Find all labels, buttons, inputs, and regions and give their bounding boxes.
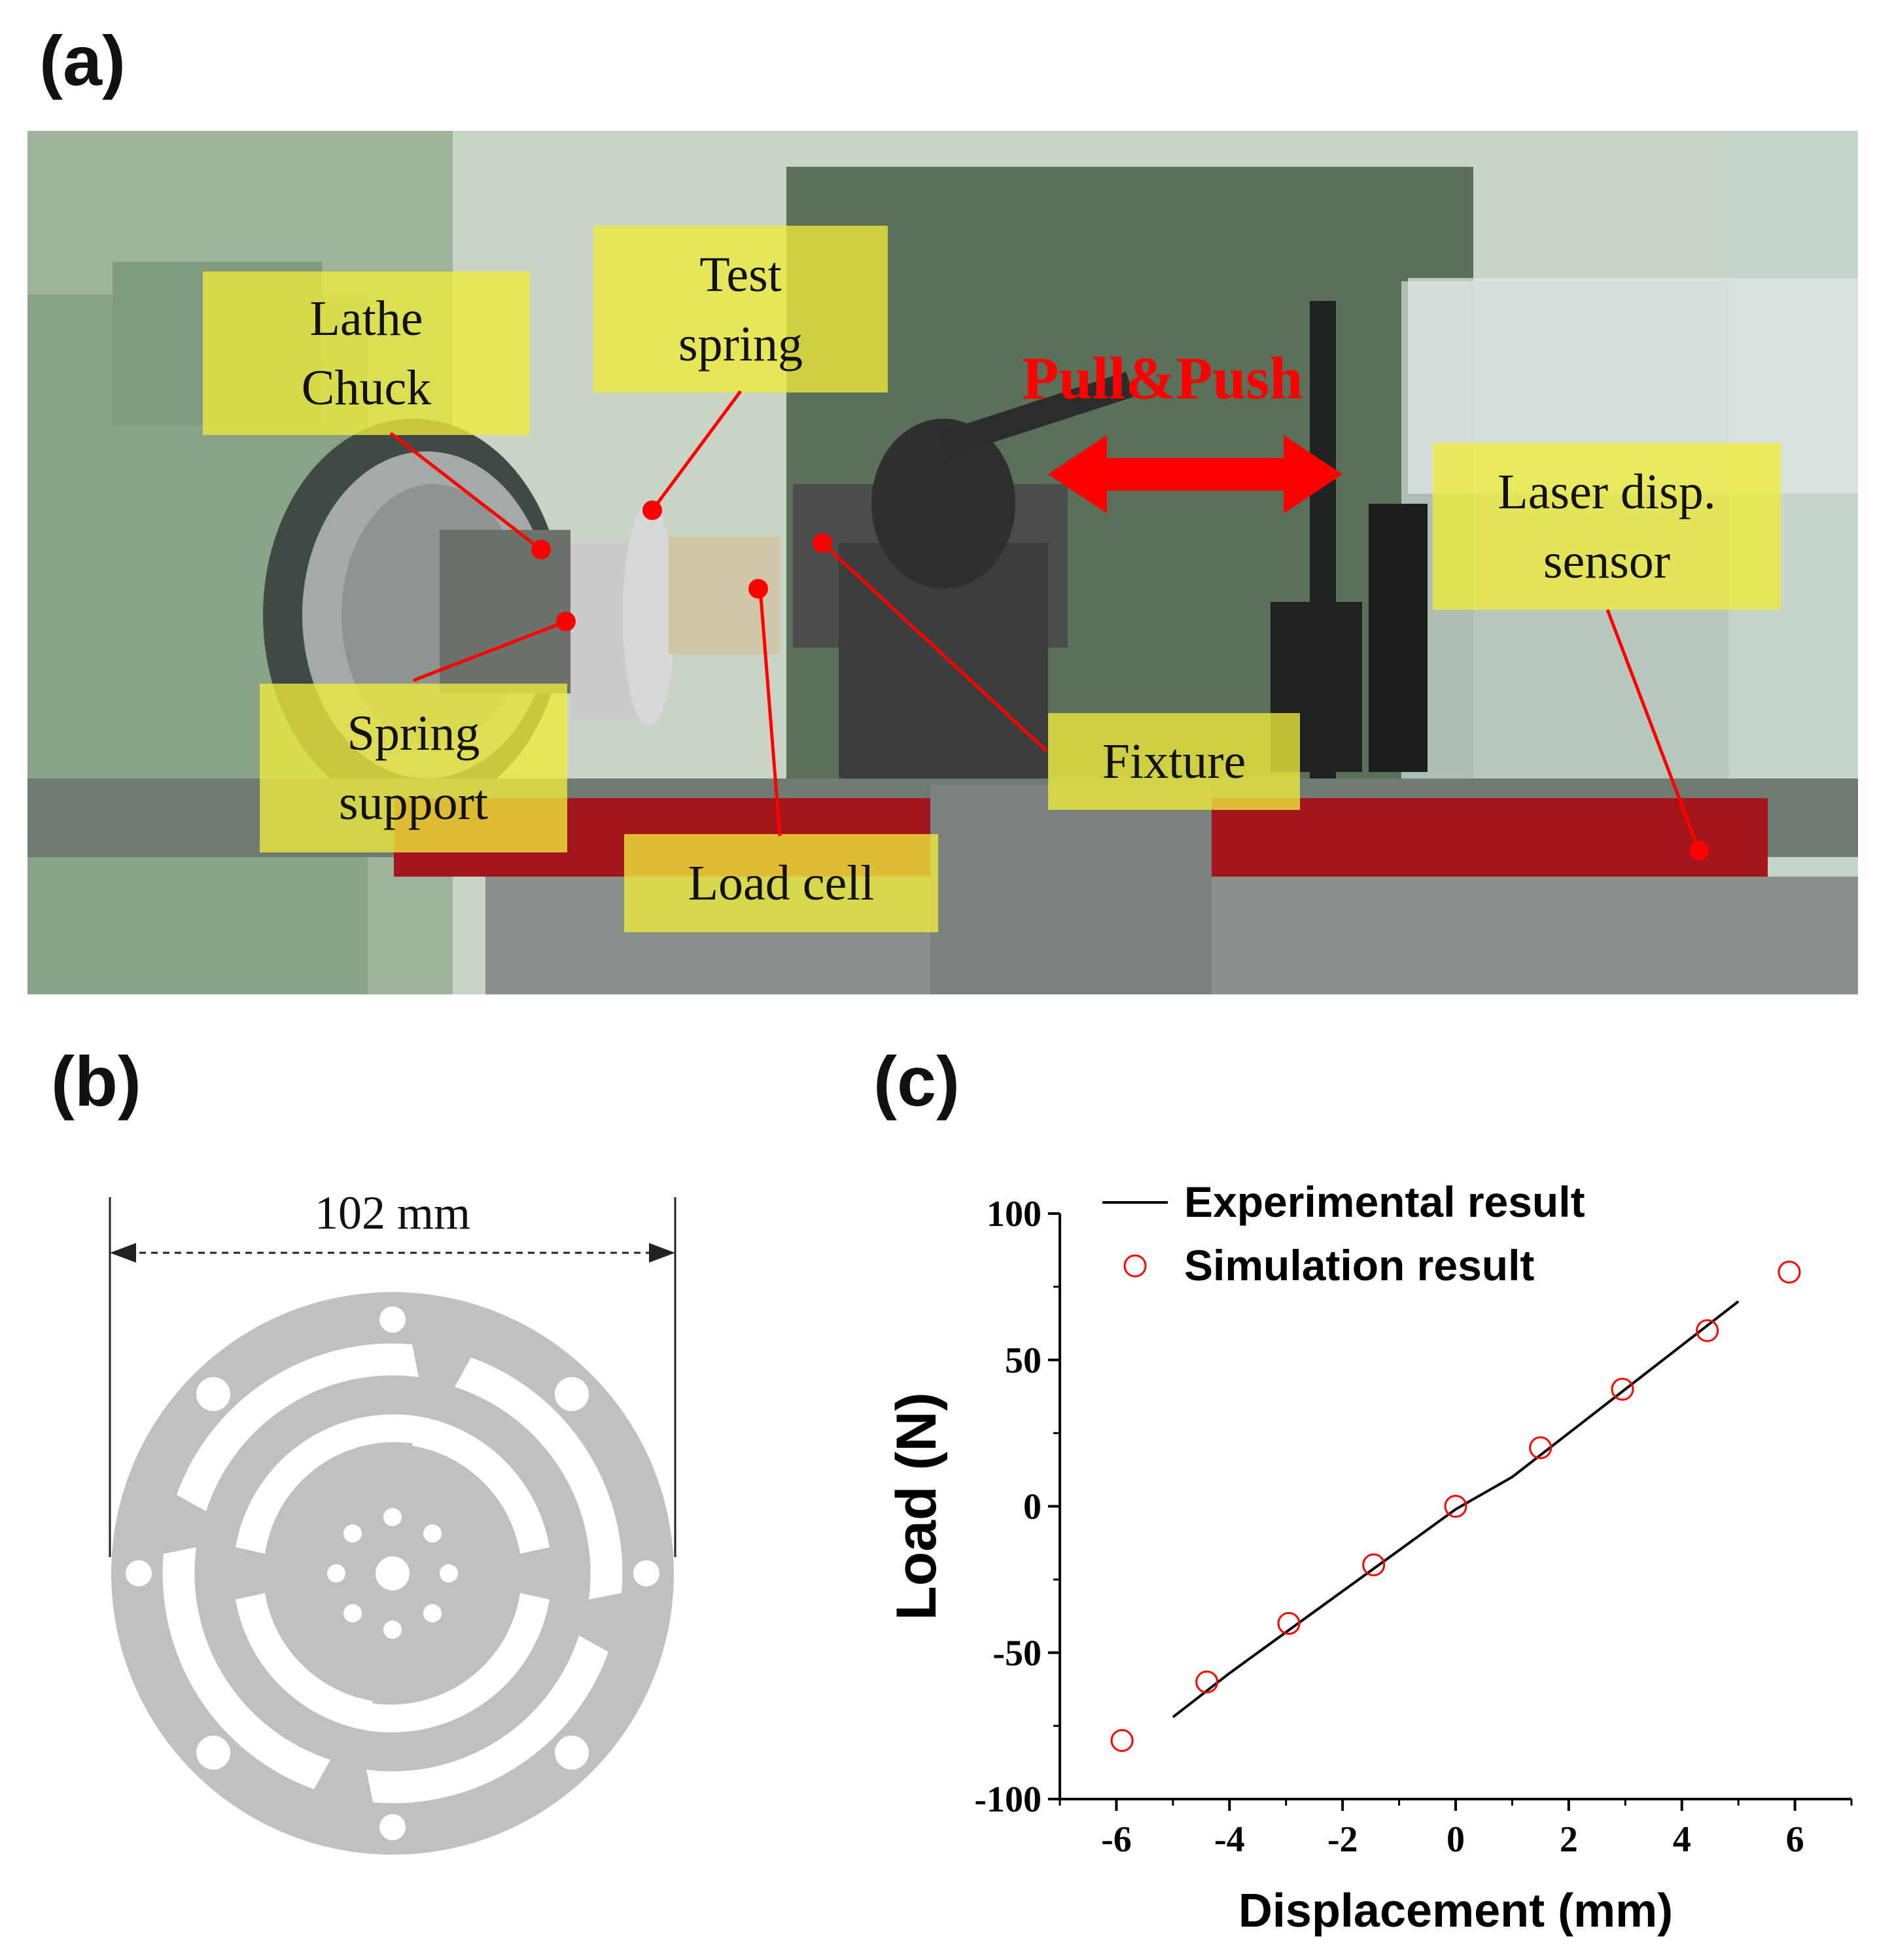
dimension-label: 102 mm: [315, 1187, 470, 1239]
marker-fixture: [813, 533, 832, 553]
lathe-test-photo: Lathe Chuck Test spring Spring support L…: [27, 131, 1858, 994]
marker-load-cell: [748, 579, 768, 599]
marker-lathe-chuck: [531, 540, 551, 559]
photo-annotations: [389, 390, 1709, 860]
panel-b-label: (b): [51, 1041, 141, 1121]
y-tick-label: 0: [1023, 1487, 1042, 1528]
callout-lathe-chuck: Lathe Chuck: [203, 271, 530, 435]
x-tick-label: 4: [1673, 1819, 1691, 1860]
spring-drawing: 102 mm: [109, 1187, 676, 1855]
dimension-arrow-left: [110, 1243, 136, 1263]
callout-spring-support: Spring support: [260, 684, 567, 852]
leader-laser: [1605, 609, 1701, 851]
x-axis-title: Displacement (mm): [1238, 1885, 1673, 1937]
y-tick-label: 50: [1005, 1340, 1042, 1381]
legend-label-simulation: Simulation result: [1184, 1241, 1534, 1289]
pull-push-arrow: [1048, 435, 1342, 514]
simulation-point: [1195, 1670, 1219, 1694]
x-tick-label: -2: [1327, 1819, 1358, 1860]
legend-label-experimental: Experimental result: [1184, 1178, 1585, 1226]
y-axis-title: Load (N): [885, 1392, 948, 1620]
callout-test-spring: Test spring: [593, 226, 888, 393]
leader-lathe-chuck: [389, 432, 542, 551]
leader-test-spring: [650, 390, 743, 512]
leader-fixture: [821, 542, 1048, 752]
x-tick-label: 0: [1447, 1819, 1465, 1860]
simulation-point: [1277, 1612, 1301, 1635]
marker-laser: [1689, 841, 1709, 860]
panel-c-label: (c): [873, 1041, 960, 1121]
flexure-spring: [111, 1292, 674, 1855]
x-tick-label: 2: [1560, 1819, 1578, 1860]
simulation-point: [1362, 1553, 1386, 1577]
dimension-arrow-right: [649, 1243, 675, 1263]
leader-load-cell: [758, 588, 782, 837]
simulation-point: [1444, 1495, 1467, 1518]
y-tick-label: -100: [974, 1779, 1042, 1820]
callout-laser-sensor: Laser disp. sensor: [1433, 443, 1781, 610]
callout-load-cell: Load cell: [624, 834, 938, 932]
callout-fixture: Fixture: [1048, 713, 1300, 810]
pull-push-label: Pull&Push: [1022, 345, 1303, 411]
leader-spring-support: [413, 620, 567, 682]
y-tick-label: -50: [992, 1633, 1042, 1673]
simulation-point: [1529, 1436, 1552, 1460]
marker-spring-support: [556, 612, 576, 631]
x-tick-label: -6: [1101, 1819, 1132, 1860]
simulation-point: [1778, 1261, 1801, 1284]
simulation-point: [1110, 1729, 1134, 1752]
simulation-point: [1696, 1319, 1719, 1342]
panel-a-label: (a): [39, 21, 126, 100]
x-tick-label: -4: [1214, 1819, 1245, 1860]
y-tick-label: 100: [987, 1194, 1042, 1234]
simulation-point: [1611, 1378, 1634, 1401]
marker-test-spring: [642, 500, 662, 520]
x-tick-label: 6: [1786, 1819, 1804, 1860]
legend-marker-swatch: [1123, 1254, 1147, 1278]
experimental-result-line: [1172, 1300, 1740, 1719]
